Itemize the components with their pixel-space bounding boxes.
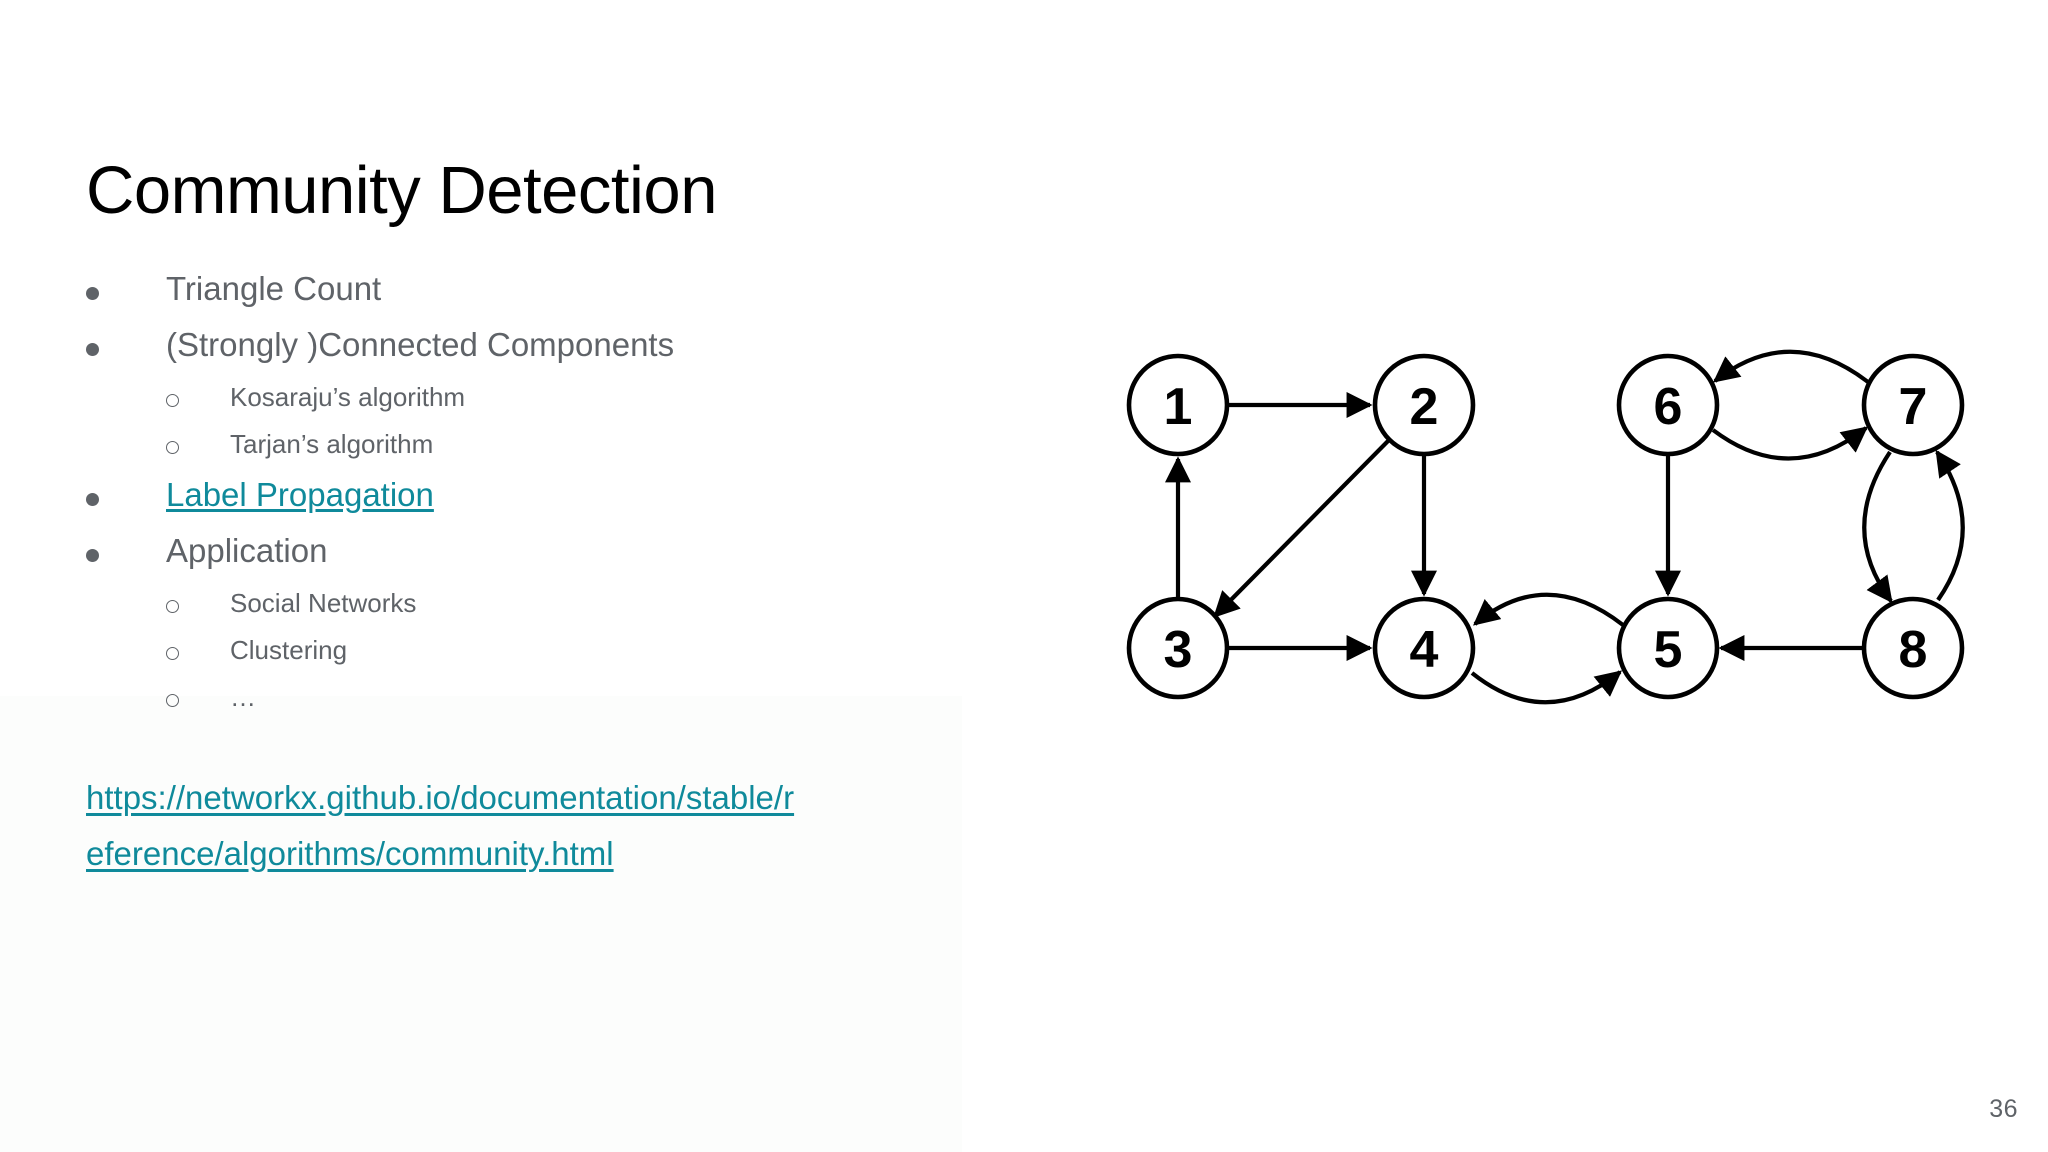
edge-7-6: [1712, 349, 1870, 384]
node-circle[interactable]: [1126, 353, 1230, 457]
edge-4-5: [1470, 670, 1623, 705]
list-item: Clustering: [86, 637, 966, 684]
bullet-circle-icon: [166, 643, 230, 663]
bullet-list: Triangle Count (Strongly )Connected Comp…: [86, 272, 966, 731]
bullet-disc-icon: [86, 543, 166, 566]
directed-graph-diagram: 1 2 3 4 5: [1090, 320, 2010, 720]
graph-nodes: 1 2 3 4 5: [1126, 353, 1965, 700]
graph-node-1[interactable]: 1: [1126, 353, 1230, 457]
edge-6-7: [1711, 426, 1869, 461]
edge-7-8: [1862, 450, 1893, 604]
reference-url-line-1[interactable]: https://networkx.github.io/documentation…: [86, 779, 795, 816]
node-circle[interactable]: [1861, 596, 1965, 700]
bullet-circle-icon: [166, 437, 230, 457]
node-circle[interactable]: [1126, 596, 1230, 700]
graph-node-4[interactable]: 4: [1372, 596, 1476, 700]
bullet-circle-icon: [166, 390, 230, 410]
list-item: Triangle Count: [86, 272, 966, 328]
node-label: 2: [1410, 378, 1439, 436]
node-circle[interactable]: [1861, 353, 1965, 457]
node-label: 4: [1410, 621, 1439, 679]
edge-8-7: [1935, 449, 1965, 602]
graph-svg: 1 2 3 4 5: [1126, 349, 1965, 705]
graph-node-5[interactable]: 5: [1616, 596, 1720, 700]
bullet-circle-icon: [166, 596, 230, 616]
list-item: Social Networks: [86, 590, 966, 637]
background-panel: [0, 696, 962, 1152]
page-title: Community Detection: [86, 152, 717, 228]
node-label: 7: [1899, 378, 1928, 436]
graph-node-3[interactable]: 3: [1126, 596, 1230, 700]
bullet-label: Kosaraju’s algorithm: [230, 382, 466, 412]
bullet-label: Clustering: [230, 635, 348, 665]
node-label: 1: [1164, 378, 1193, 436]
bullet-label: Tarjan’s algorithm: [230, 429, 434, 459]
node-circle[interactable]: [1372, 596, 1476, 700]
graph-node-7[interactable]: 7: [1861, 353, 1965, 457]
page-number: 36: [1989, 1095, 2018, 1123]
edge-5-4: [1472, 592, 1625, 627]
reference-url-link[interactable]: https://networkx.github.io/documentation…: [86, 770, 946, 882]
bullet-disc-icon: [86, 487, 166, 510]
bullet-disc-icon: [86, 281, 166, 304]
node-circle[interactable]: [1616, 596, 1720, 700]
graph-node-6[interactable]: 6: [1616, 353, 1720, 457]
bullet-label: Application: [166, 532, 328, 569]
node-circle[interactable]: [1372, 353, 1476, 457]
bullet-label: …: [230, 682, 256, 712]
graph-node-8[interactable]: 8: [1861, 596, 1965, 700]
bullet-label: Triangle Count: [166, 270, 382, 307]
bullet-label: Social Networks: [230, 588, 417, 618]
bullet-disc-icon: [86, 337, 166, 360]
list-item: Label Propagation: [86, 478, 966, 534]
label-propagation-link[interactable]: Label Propagation: [166, 476, 434, 513]
graph-edges: [1164, 349, 1965, 705]
list-item: Tarjan’s algorithm: [86, 431, 966, 478]
node-label: 5: [1654, 621, 1683, 679]
list-item: Kosaraju’s algorithm: [86, 384, 966, 431]
list-item: Application: [86, 534, 966, 590]
list-item: …: [86, 684, 966, 731]
list-item: (Strongly )Connected Components: [86, 328, 966, 384]
node-label: 8: [1899, 621, 1928, 679]
bullet-label: (Strongly )Connected Components: [166, 326, 675, 363]
node-circle[interactable]: [1616, 353, 1720, 457]
node-label: 6: [1654, 378, 1683, 436]
reference-url-line-2[interactable]: eference/algorithms/community.html: [86, 835, 614, 872]
graph-node-2[interactable]: 2: [1372, 353, 1476, 457]
bullet-circle-icon: [166, 690, 230, 710]
edge-2-3: [1213, 438, 1391, 618]
node-label: 3: [1164, 621, 1193, 679]
